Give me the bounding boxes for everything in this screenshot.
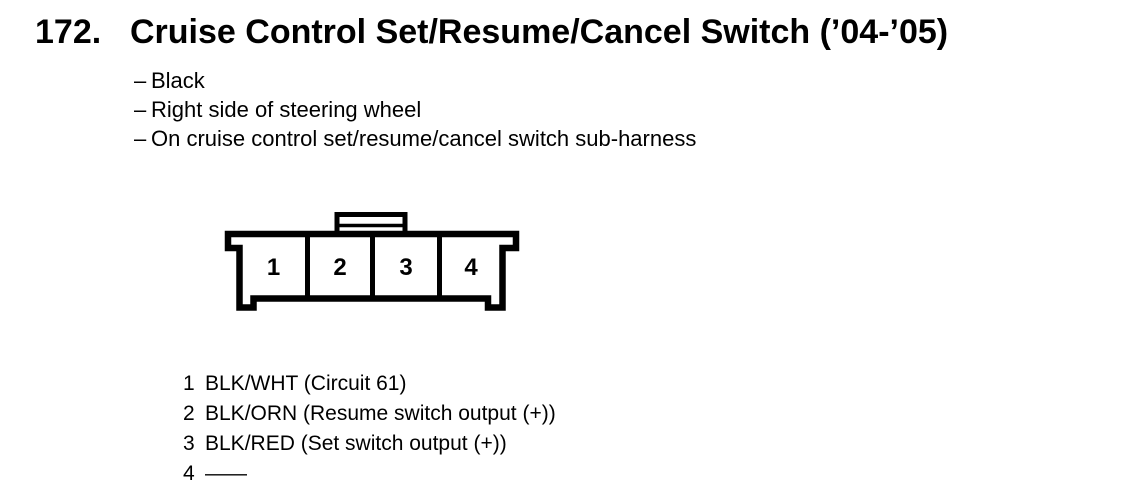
note-item: – Right side of steering wheel [134,95,696,124]
pin-wire: BLK/ORN (Resume switch output (+)) [205,402,556,425]
note-item: – Black [134,66,696,95]
section-number: 172. [35,13,102,51]
notes-list: – Black – Right side of steering wheel –… [134,66,696,153]
pin-wire: BLK/RED (Set switch output (+)) [205,432,507,455]
pin-list: 1 BLK/WHT (Circuit 61) 2 BLK/ORN (Resume… [183,369,556,489]
note-item: – On cruise control set/resume/cancel sw… [134,124,696,153]
pin-number: 4 [183,462,195,485]
pin-number: 3 [183,432,195,455]
note-text: Black [151,68,205,93]
note-text: Right side of steering wheel [151,97,422,122]
pin-cell-label-3: 3 [399,254,412,281]
pin-cell-label-4: 4 [464,254,478,281]
pin-wire: BLK/WHT (Circuit 61) [205,372,407,395]
page-title: 172. Cruise Control Set/Resume/Cancel Sw… [35,12,948,52]
pin-number: 1 [183,372,195,395]
pin-row: 3 BLK/RED (Set switch output (+)) [183,429,556,459]
dash-bullet: – [134,68,147,93]
pin-row: 1 BLK/WHT (Circuit 61) [183,369,556,399]
pin-number: 2 [183,402,195,425]
section-title-text: Cruise Control Set/Resume/Cancel Switch … [130,13,949,51]
connector-diagram: 1 2 3 4 [224,212,520,311]
pin-wire: —— [205,462,247,485]
pin-row: 4 —— [183,459,556,489]
dash-bullet: – [134,97,147,122]
pin-cell-label-1: 1 [267,254,280,281]
note-text: On cruise control set/resume/cancel swit… [151,126,697,151]
pin-row: 2 BLK/ORN (Resume switch output (+)) [183,399,556,429]
dash-bullet: – [134,126,147,151]
pin-cell-label-2: 2 [333,254,346,281]
